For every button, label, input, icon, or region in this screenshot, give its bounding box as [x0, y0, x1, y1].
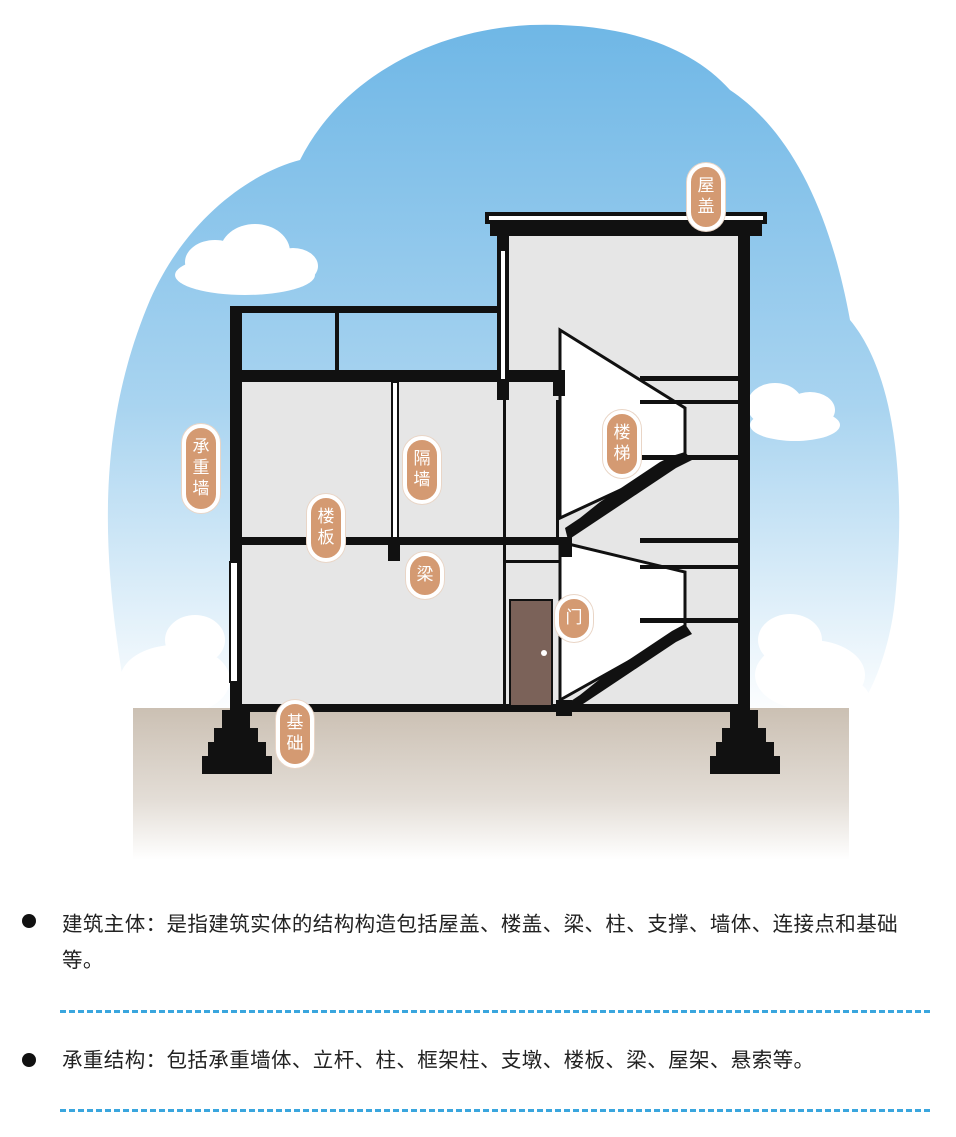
label-stairs: 楼梯 — [603, 410, 641, 478]
label-load-bearing-wall-text: 承重墙 — [186, 437, 216, 500]
label-char: 屋 — [697, 176, 715, 196]
label-char: 重 — [192, 458, 210, 478]
label-char: 墙 — [192, 479, 210, 499]
label-floor-slab: 楼板 — [307, 494, 345, 562]
label-door: 门 — [555, 595, 593, 642]
door-shape — [509, 599, 553, 707]
label-foundation: 基础 — [276, 700, 314, 768]
label-char: 隔 — [413, 449, 431, 469]
label-char: 盖 — [697, 197, 715, 217]
label-roof: 屋盖 — [687, 163, 725, 231]
divider — [60, 1109, 930, 1112]
label-floor-slab-text: 楼板 — [311, 507, 341, 549]
label-char: 梁 — [416, 565, 434, 585]
label-char: 梯 — [613, 444, 631, 464]
label-beam: 梁 — [406, 552, 444, 599]
bullet-icon — [22, 914, 36, 928]
label-foundation-text: 基础 — [280, 713, 310, 755]
note-main-structure: 建筑主体：是指建筑实体的结构构造包括屋盖、楼盖、梁、柱、支撑、墙体、连接点和基础… — [62, 912, 898, 972]
label-load-bearing-wall: 承重墙 — [182, 424, 220, 513]
label-stairs-text: 楼梯 — [607, 423, 637, 465]
label-char: 基 — [286, 713, 304, 733]
label-char: 承 — [192, 437, 210, 457]
label-char: 楼 — [613, 423, 631, 443]
window-upper — [499, 249, 507, 381]
label-char: 础 — [286, 734, 304, 754]
cloud-right — [747, 383, 840, 441]
label-char: 板 — [317, 528, 335, 548]
stair-steps — [565, 452, 692, 712]
label-partition-wall-text: 隔墙 — [407, 449, 437, 491]
label-char: 墙 — [413, 470, 431, 490]
note-load-bearing: 承重结构：包括承重墙体、立杆、柱、框架柱、支墩、楼板、梁、屋架、悬索等。 — [62, 1048, 815, 1072]
label-partition-wall: 隔墙 — [403, 436, 441, 504]
cloud-left — [175, 224, 318, 295]
label-roof-text: 屋盖 — [691, 176, 721, 218]
bullet-icon — [22, 1053, 36, 1067]
building-section-diagram — [107, 24, 900, 860]
partition-wall-shape — [391, 381, 399, 539]
label-door-text: 门 — [559, 608, 589, 629]
label-char: 楼 — [317, 507, 335, 527]
label-beam-text: 梁 — [410, 565, 440, 586]
window-left — [229, 561, 239, 683]
label-char: 门 — [565, 608, 583, 628]
divider — [60, 1010, 930, 1013]
